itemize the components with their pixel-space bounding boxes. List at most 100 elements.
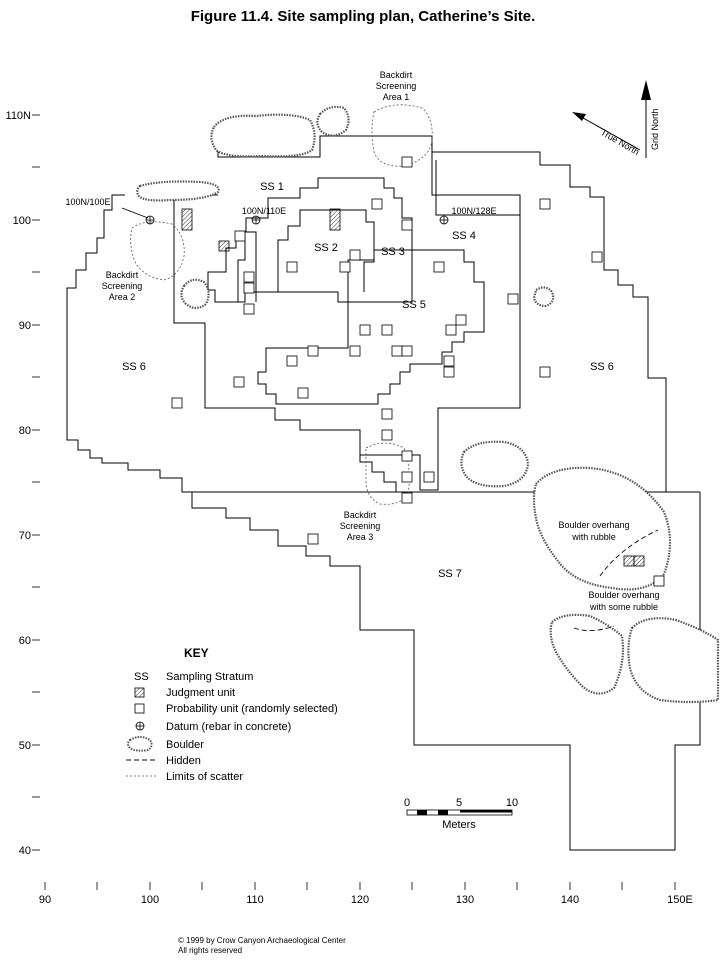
stepped-edge [359,455,397,492]
probability-unit [423,471,435,483]
scale-unit: Meters [442,819,476,831]
copyright-line: All rights reserved [178,946,243,955]
boulder-note: Boulder overhang [558,520,629,530]
backdirt-label: Backdirt [106,270,139,280]
boulder [532,286,555,308]
datum-label: 100N/100E [65,197,110,207]
judgment-unit [633,555,645,567]
boulder [627,617,720,704]
backdirt-label: Area 2 [109,292,136,302]
copyright: © 1999 by Crow Canyon Archaeological Cen… [178,936,346,956]
site-boundary [66,194,700,493]
stratum-label-ss6-east: SS 6 [590,361,614,373]
key-symbol-probability [134,703,145,714]
boulder [136,180,220,202]
key-label: Probability unit (randomly selected) [166,703,338,715]
y-label: 70 [19,530,31,542]
judgment-unit [218,240,230,252]
datum-icon [439,215,449,225]
probability-unit [233,376,245,388]
scale-tick: 0 [404,797,410,809]
x-label: 90 [39,894,51,906]
backdirt-label: Backdirt [344,510,377,520]
x-axis [44,882,676,890]
hidden-lines [573,529,659,631]
judgment-unit [329,208,341,231]
boulder [210,113,316,158]
boulder [316,105,350,137]
stratum-label-ss3: SS 3 [381,246,405,258]
probability-unit [443,366,455,378]
probability-unit [243,271,255,283]
backdirt-area-1 [371,104,433,167]
north-arrows: True North Grid North [572,80,660,158]
probability-unit [243,282,255,294]
boulder [549,613,625,695]
x-label: 100 [141,894,159,906]
backdirt-area-3 [365,442,410,505]
y-label: 80 [19,425,31,437]
probability-unit [433,261,445,273]
key-label: Limits of scatter [166,771,243,783]
stratum-label-ss7: SS 7 [438,568,462,580]
y-label: 100 [13,215,31,227]
x-label: 130 [456,894,474,906]
stratum-label-ss5: SS 5 [402,299,426,311]
probability-unit [445,324,457,336]
probability-unit [507,293,519,305]
key-label: Boulder [166,739,204,751]
ss3-boundary [207,177,413,303]
probability-unit [381,408,393,420]
datum-icon [145,215,155,225]
true-north-label: True North [599,127,641,157]
probability-unit [539,198,551,210]
x-label: 140 [561,894,579,906]
boulder [180,278,210,310]
probability-unit [234,230,246,242]
east-boundary [432,151,667,492]
probability-unit [455,314,467,326]
datum-symbols [145,215,449,225]
stratum-label-ss1: SS 1 [260,181,284,193]
boulder [460,440,530,488]
key-label: Hidden [166,755,201,767]
probability-unit [349,249,361,261]
probability-units [171,156,665,587]
x-label: 110 [246,894,264,906]
ss7-boundary [191,492,701,851]
probability-unit [286,355,298,367]
probability-unit [297,387,309,399]
backdirt-area-2 [130,221,185,281]
stratum-label-ss2: SS 2 [314,242,338,254]
page-title: Figure 11.4. Site sampling plan, Catheri… [190,8,536,25]
stratum-label-ss4: SS 4 [452,230,476,242]
scale-tick: 10 [506,797,518,809]
judgment-unit [623,555,635,567]
y-label: 110N [6,110,32,122]
y-label: 40 [19,845,31,857]
backdirt-label: Area 3 [347,532,374,542]
ss1-boundary [173,130,521,491]
probability-unit [401,471,413,483]
datum-line [121,207,149,219]
probability-unit [443,355,455,367]
probability-unit [381,429,393,441]
key-symbol-boulder [127,736,153,752]
probability-unit [401,156,413,168]
probability-unit [401,492,413,504]
boulder-note: with rubble [571,532,616,542]
probability-unit [349,345,361,357]
boulders [136,105,720,704]
backdirt-label: Screening [376,81,417,91]
y-label: 50 [19,740,31,752]
key-legend: KEY SS Sampling Stratum Judgment unit Pr… [126,646,338,783]
probability-unit [339,261,351,273]
probability-unit [539,366,551,378]
probability-unit [371,198,383,210]
grid-north-arrowhead-icon [641,80,651,100]
y-label: 60 [19,635,31,647]
judgment-unit [181,208,193,231]
copyright-line: © 1999 by Crow Canyon Archaeological Cen… [178,936,346,945]
probability-unit [401,345,413,357]
probability-unit [243,303,255,315]
